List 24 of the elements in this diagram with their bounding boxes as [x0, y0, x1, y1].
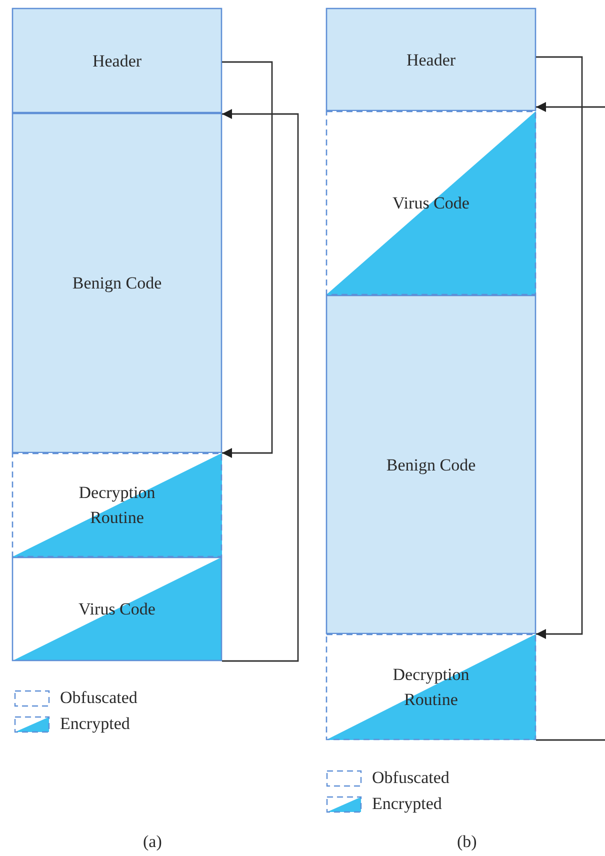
arrow [222, 109, 299, 662]
panel-caption: (b) [457, 832, 477, 852]
arrow [222, 61, 273, 458]
section-label: Header [406, 49, 456, 71]
encrypted-code-section [12, 557, 222, 661]
legend-label: Obfuscated [372, 768, 450, 788]
encrypted-code-section [326, 634, 536, 740]
section-label: Virus Code [78, 598, 156, 620]
section-label: Virus Code [392, 192, 470, 214]
legend-label: Obfuscated [60, 688, 138, 708]
section-label: Benign Code [72, 272, 162, 294]
encrypted-code-section [12, 453, 222, 557]
encrypted-code-section [326, 111, 536, 295]
panel-caption: (a) [143, 832, 162, 852]
section-label: Header [92, 50, 142, 72]
section-label: Benign Code [386, 454, 476, 476]
code-section [12, 8, 222, 113]
code-section [326, 295, 536, 634]
arrow [536, 56, 583, 639]
legend-label: Encrypted [60, 714, 130, 734]
code-section [326, 8, 536, 111]
code-section [12, 113, 222, 453]
arrow [536, 102, 605, 112]
legend-label: Encrypted [372, 794, 442, 814]
